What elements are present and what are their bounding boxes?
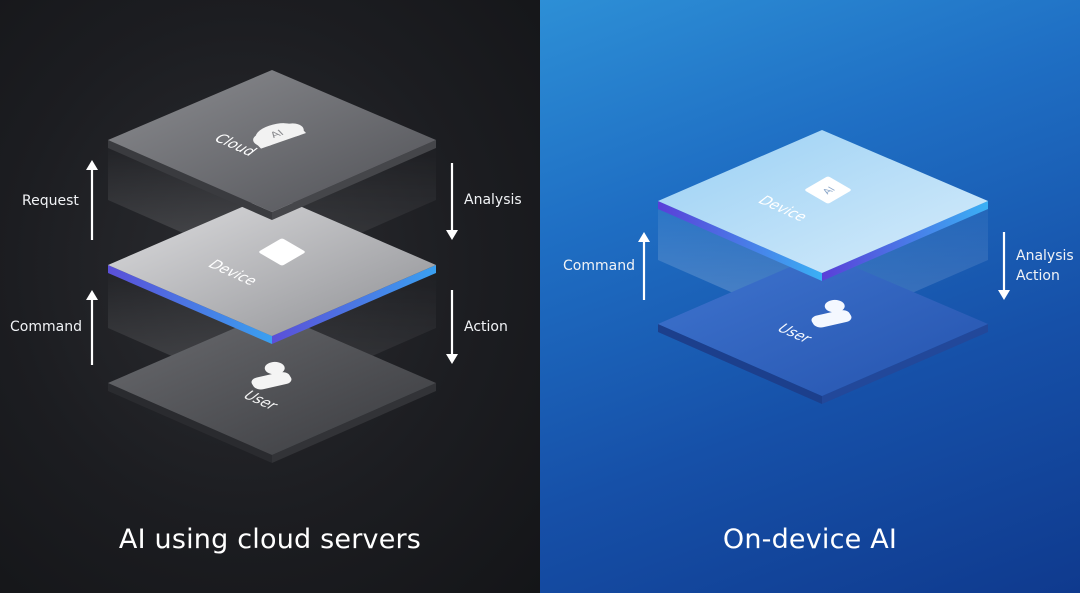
user-icon: [811, 299, 852, 328]
arrow-down-icon: [998, 232, 1010, 300]
device-layer: AI Device: [658, 130, 988, 281]
command-label: Command: [563, 258, 635, 274]
chip-badge-label: AI: [820, 186, 838, 196]
arrow-down-icon: [446, 290, 458, 364]
user-layer: User: [658, 253, 988, 404]
on-device-ai-panel: User AI Device Command Analysis Action O…: [540, 0, 1080, 593]
arrow-up-icon: [86, 160, 98, 240]
analysis-label: Analysis: [464, 192, 522, 208]
cloud-ai-caption: AI using cloud servers: [118, 524, 422, 555]
cloud-layer: AI Cloud: [108, 70, 436, 220]
cloud-ai-panel: User Device AI Cloud: [0, 0, 540, 593]
on-device-ai-caption: On-device AI: [722, 524, 898, 555]
request-label: Request: [22, 193, 79, 209]
action-label: Action: [464, 319, 508, 335]
arrow-up-icon: [638, 232, 650, 300]
device-layer: Device: [108, 194, 436, 344]
arrow-down-icon: [446, 163, 458, 240]
chip-icon: AI: [805, 176, 851, 204]
cloud-icon: AI: [253, 123, 307, 149]
cloud-ai-diagram: User Device AI Cloud: [86, 70, 458, 463]
user-icon: [251, 361, 292, 390]
chip-icon: [259, 238, 305, 266]
on-device-ai-diagram: User AI Device: [638, 130, 1010, 404]
action-label: Action: [1016, 268, 1060, 284]
user-layer: User: [108, 312, 436, 463]
analysis-label: Analysis: [1016, 248, 1074, 264]
arrow-up-icon: [86, 290, 98, 365]
command-label: Command: [10, 319, 82, 335]
